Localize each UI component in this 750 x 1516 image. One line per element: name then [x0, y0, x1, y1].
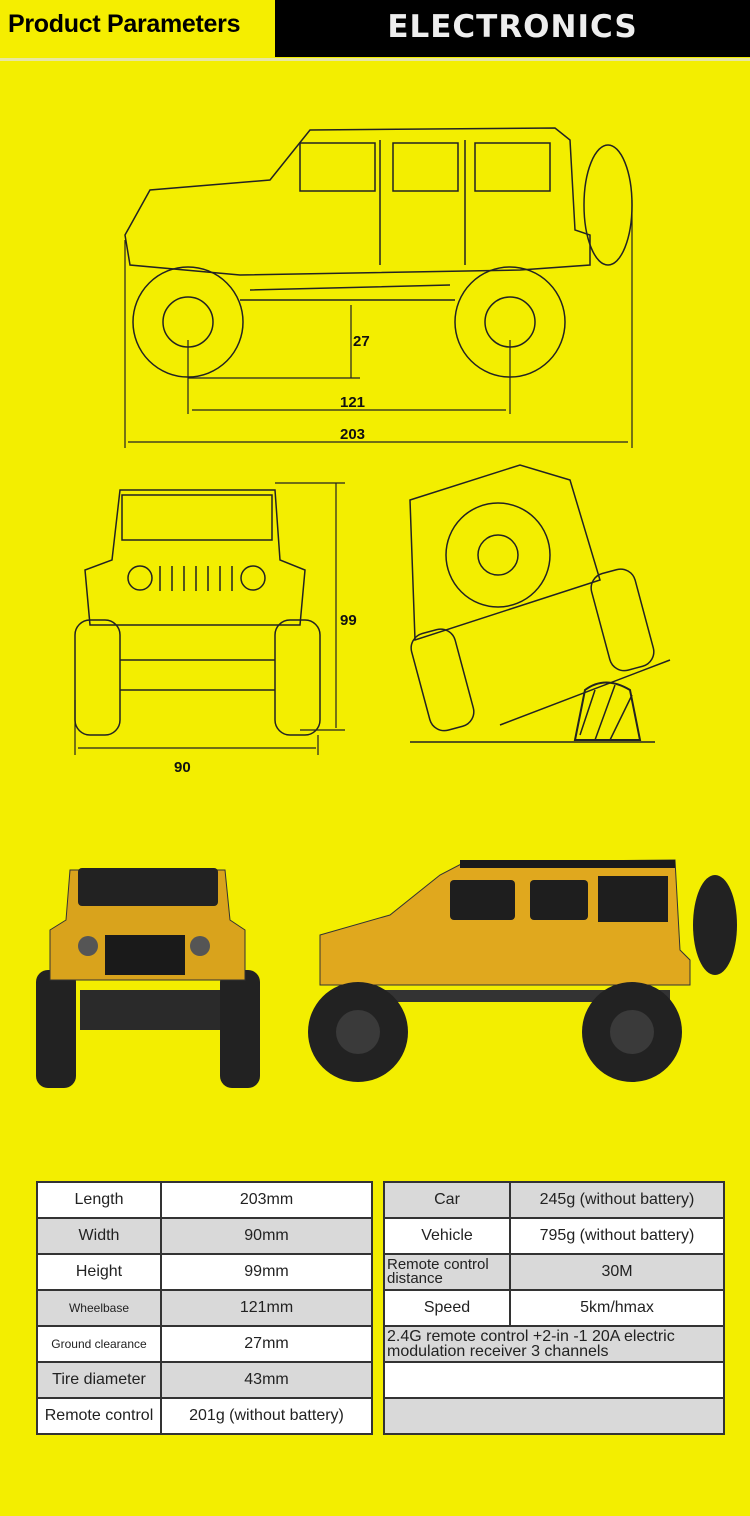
- side-photo: [308, 859, 737, 1082]
- dim-height: 99: [340, 612, 357, 629]
- spec-label: Vehicle: [383, 1217, 511, 1255]
- side-view-drawing: [124, 127, 633, 378]
- spec-label: Height: [36, 1253, 162, 1291]
- product-photos: [36, 859, 737, 1088]
- table-row: 2.4G remote control +2-in -1 20A electri…: [383, 1325, 725, 1363]
- divider: [0, 58, 750, 61]
- spec-label: Remote control: [36, 1397, 162, 1435]
- spec-value: 30M: [509, 1253, 725, 1291]
- rear-incline-drawing: [409, 464, 671, 743]
- dim-ground-clearance: 27: [353, 333, 370, 350]
- spec-label: Tire diameter: [36, 1361, 162, 1399]
- empty-cell: [383, 1397, 725, 1435]
- spec-value: 5km/hmax: [509, 1289, 725, 1327]
- spec-value: 203mm: [160, 1181, 373, 1219]
- spec-value: 121mm: [160, 1289, 373, 1327]
- table-row-empty: [383, 1397, 725, 1435]
- dim-width: 90: [174, 759, 191, 776]
- spec-label: Wheelbase: [36, 1289, 162, 1327]
- spec-value: 27mm: [160, 1325, 373, 1363]
- spec-value: 90mm: [160, 1217, 373, 1255]
- table-row-empty: [383, 1361, 725, 1399]
- front-photo: [36, 868, 260, 1088]
- banner: ELECTRONICS: [275, 0, 750, 57]
- spec-note: 2.4G remote control +2-in -1 20A electri…: [383, 1325, 725, 1363]
- banner-text: ELECTRONICS: [387, 9, 638, 45]
- section-title: Product Parameters: [8, 10, 241, 38]
- spec-value: 43mm: [160, 1361, 373, 1399]
- spec-label: Length: [36, 1181, 162, 1219]
- spec-value: 99mm: [160, 1253, 373, 1291]
- section-title-box: Product Parameters: [0, 0, 275, 57]
- spec-value: 245g (without battery): [509, 1181, 725, 1219]
- spec-label: Car: [383, 1181, 511, 1219]
- spec-label: Speed: [383, 1289, 511, 1327]
- spec-value: 201g (without battery): [160, 1397, 373, 1435]
- dim-wheelbase: 121: [340, 394, 365, 411]
- spec-label: Ground clearance: [36, 1325, 162, 1363]
- dim-length: 203: [340, 426, 365, 443]
- front-view-drawing: [74, 489, 321, 736]
- spec-value: 795g (without battery): [509, 1217, 725, 1255]
- spec-label: Remote control distance: [383, 1253, 511, 1291]
- spec-label: Width: [36, 1217, 162, 1255]
- empty-cell: [383, 1361, 725, 1399]
- dimension-drawings: 27 121 203 99 90: [74, 127, 671, 776]
